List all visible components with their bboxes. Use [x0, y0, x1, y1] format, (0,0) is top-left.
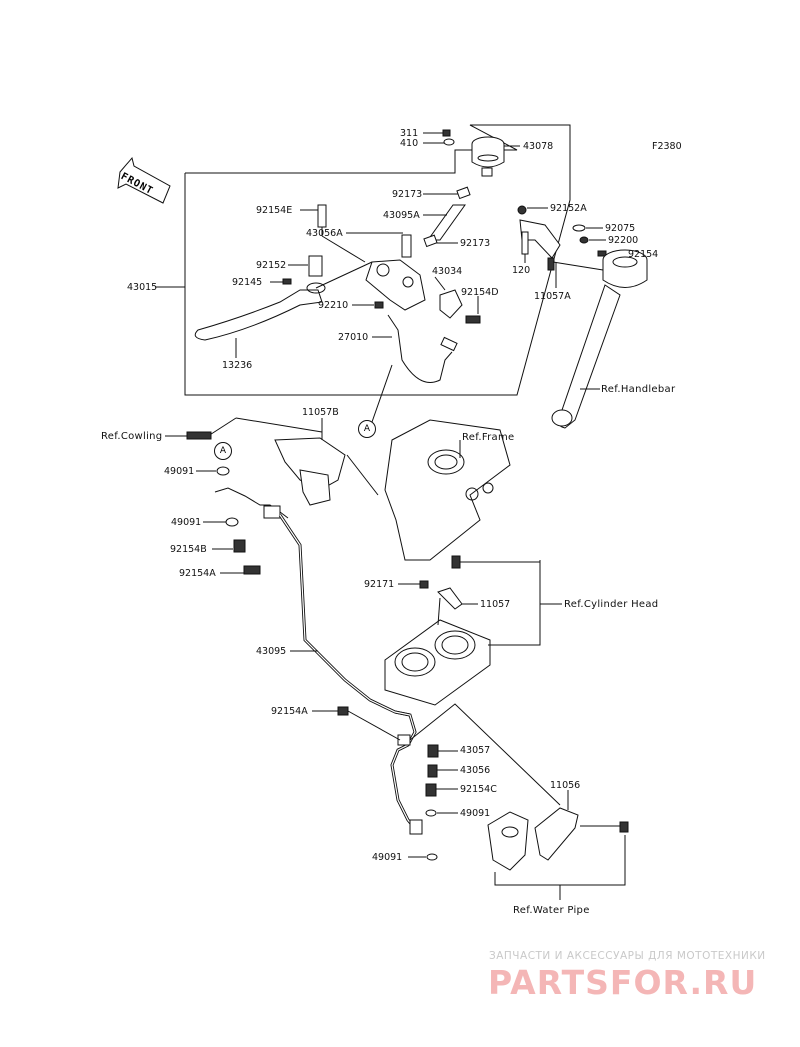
bolt-120	[521, 231, 529, 255]
label-92173-bottom: 92173	[460, 238, 491, 249]
label-43056A: 43056A	[306, 228, 343, 239]
bolt-water-pipe	[619, 821, 629, 833]
washer-49091-a	[216, 466, 230, 476]
master-cylinder	[365, 234, 426, 311]
ref-cowling: Ref.Cowling	[101, 431, 163, 442]
label-43095: 43095	[256, 646, 287, 657]
fitting-43056	[427, 764, 438, 778]
bolt-92154C	[425, 783, 437, 797]
label-92173-top: 92173	[392, 189, 423, 200]
screw-92210	[374, 301, 384, 309]
label-92210: 92210	[318, 300, 349, 311]
clamp-92173-bottom	[423, 234, 438, 248]
label-49091-b: 49091	[171, 517, 202, 528]
bolt-92152A	[517, 205, 527, 215]
label-43034: 43034	[432, 266, 463, 277]
bracket-11057	[437, 587, 463, 610]
label-120: 120	[512, 265, 531, 276]
switch-27010	[387, 314, 453, 383]
bolt-92154D	[465, 315, 481, 324]
label-43056: 43056	[460, 765, 491, 776]
washer-92075	[572, 224, 586, 232]
ref-frame: Ref.Frame	[462, 432, 515, 443]
bolt-ref-cowling	[186, 431, 212, 440]
label-11057: 11057	[480, 599, 511, 610]
ref-handlebar: Ref.Handlebar	[601, 384, 676, 395]
bracket-11057B	[274, 437, 346, 506]
bolt-92154-top	[597, 250, 607, 257]
frame-section	[384, 419, 511, 561]
label-11057B: 11057B	[302, 407, 339, 418]
watermark-tagline: ЗАПЧАСТИ И АКСЕССУАРЫ ДЛЯ МОТОТЕХНИКИ	[489, 950, 766, 962]
label-92154A-lower: 92154A	[271, 706, 308, 717]
nut-311	[442, 129, 451, 137]
label-92152: 92152	[256, 260, 287, 271]
label-49091-a: 49091	[164, 466, 195, 477]
label-92154: 92154	[628, 249, 659, 260]
label-311: 311	[400, 128, 419, 139]
label-43078: 43078	[523, 141, 554, 152]
ref-cylinder-head: Ref.Cylinder Head	[564, 599, 659, 610]
label-11057A: 11057A	[534, 291, 571, 302]
washer-49091-c	[425, 809, 437, 817]
watermark-brand: PARTSFOR.RU	[488, 963, 758, 1002]
label-92154E: 92154E	[256, 205, 293, 216]
clamp-43034	[439, 289, 463, 319]
label-92171: 92171	[364, 579, 395, 590]
label-11056: 11056	[550, 780, 581, 791]
label-410: 410	[400, 138, 419, 149]
label-92152A: 92152A	[550, 203, 587, 214]
label-92075: 92075	[605, 223, 636, 234]
washer-49091-b	[225, 517, 239, 527]
fitting-43057	[427, 744, 439, 758]
diagram-code: F2380	[652, 141, 682, 152]
bolt-92154A-upper	[243, 565, 261, 575]
collar-92152	[308, 255, 323, 277]
assembly-frame-43015	[184, 124, 571, 396]
label-92154A-upper: 92154A	[179, 568, 216, 579]
bolt-92171	[419, 580, 429, 589]
callout-a-top: A	[358, 420, 376, 438]
bolt-92154A-lower	[337, 706, 349, 716]
washer-410	[443, 138, 455, 146]
label-92154D: 92154D	[461, 287, 499, 298]
clamp-92173-top	[456, 186, 471, 200]
ref-water-pipe: Ref.Water Pipe	[513, 905, 590, 916]
hose-43095A	[427, 204, 466, 241]
reservoir-43078	[471, 136, 505, 177]
label-27010: 27010	[338, 332, 369, 343]
handlebar	[551, 249, 648, 429]
label-43057: 43057	[460, 745, 491, 756]
label-43095A: 43095A	[383, 210, 420, 221]
label-13236: 13236	[222, 360, 253, 371]
spring-92145	[282, 278, 292, 285]
callout-a-mid: A	[214, 442, 232, 460]
label-92145: 92145	[232, 277, 263, 288]
label-92200: 92200	[608, 235, 639, 246]
bolt-92154B	[233, 539, 246, 553]
label-92154B: 92154B	[170, 544, 207, 555]
washer-49091-d	[426, 853, 438, 861]
lever-13236	[194, 289, 323, 341]
washer-92200	[579, 236, 589, 244]
bolt-92154E	[317, 204, 327, 228]
label-49091-d: 49091	[372, 852, 403, 863]
label-92154C: 92154C	[460, 784, 497, 795]
front-arrow	[117, 156, 171, 204]
label-49091-c: 49091	[460, 808, 491, 819]
bracket-11056	[487, 807, 579, 871]
label-43015: 43015	[127, 282, 158, 293]
cylinder-head	[384, 619, 491, 706]
